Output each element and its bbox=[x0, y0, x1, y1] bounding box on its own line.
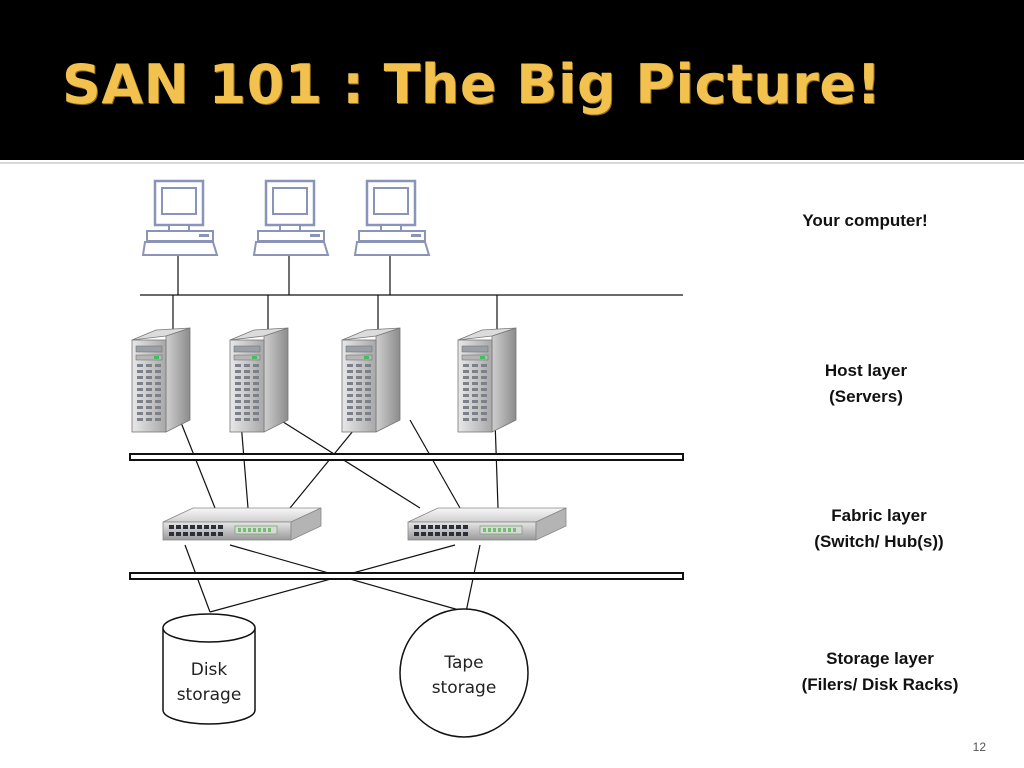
tape-storage-icon bbox=[399, 608, 529, 738]
network-switch-icon bbox=[407, 507, 567, 541]
fabric-storage-bus bbox=[129, 572, 684, 580]
disk-storage-icon bbox=[162, 613, 256, 725]
host-layer-title: Host layer bbox=[824, 361, 908, 380]
host-fabric-bus bbox=[129, 453, 684, 461]
storage-layer-subtitle: (Filers/ Disk Racks) bbox=[801, 675, 959, 694]
client-computer-icon bbox=[252, 179, 330, 257]
client-computer-icon bbox=[141, 179, 219, 257]
computer-layer-label: Your computer! bbox=[770, 208, 960, 234]
fabric-layer-label: Fabric layer (Switch/ Hub(s)) bbox=[779, 503, 979, 555]
disk-storage-label-line1: Disk bbox=[191, 660, 228, 680]
computer-connections bbox=[140, 255, 683, 335]
disk-storage-label-line2: storage bbox=[177, 685, 242, 705]
server-tower-icon bbox=[457, 327, 517, 433]
title-divider bbox=[0, 162, 1024, 164]
tape-storage-label-line2: storage bbox=[432, 678, 497, 698]
slide-title: SAN 101 : The Big Picture! bbox=[62, 53, 882, 116]
server-tower-icon bbox=[229, 327, 289, 433]
fabric-layer-subtitle: (Switch/ Hub(s)) bbox=[814, 532, 944, 551]
server-tower-icon bbox=[131, 327, 191, 433]
client-computer-icon bbox=[353, 179, 431, 257]
fabric-layer-title: Fabric layer bbox=[831, 506, 927, 525]
page-number: 12 bbox=[972, 740, 986, 754]
computer-layer-text: Your computer! bbox=[802, 211, 928, 230]
tape-storage-label-line1: Tape bbox=[443, 653, 483, 673]
network-switch-icon bbox=[162, 507, 322, 541]
host-layer-subtitle: (Servers) bbox=[829, 387, 903, 406]
host-layer-label: Host layer (Servers) bbox=[786, 358, 946, 410]
server-tower-icon bbox=[341, 327, 401, 433]
title-bar: SAN 101 : The Big Picture! bbox=[0, 0, 1024, 160]
storage-layer-title: Storage layer bbox=[826, 649, 934, 668]
storage-layer-label: Storage layer (Filers/ Disk Racks) bbox=[770, 646, 990, 698]
